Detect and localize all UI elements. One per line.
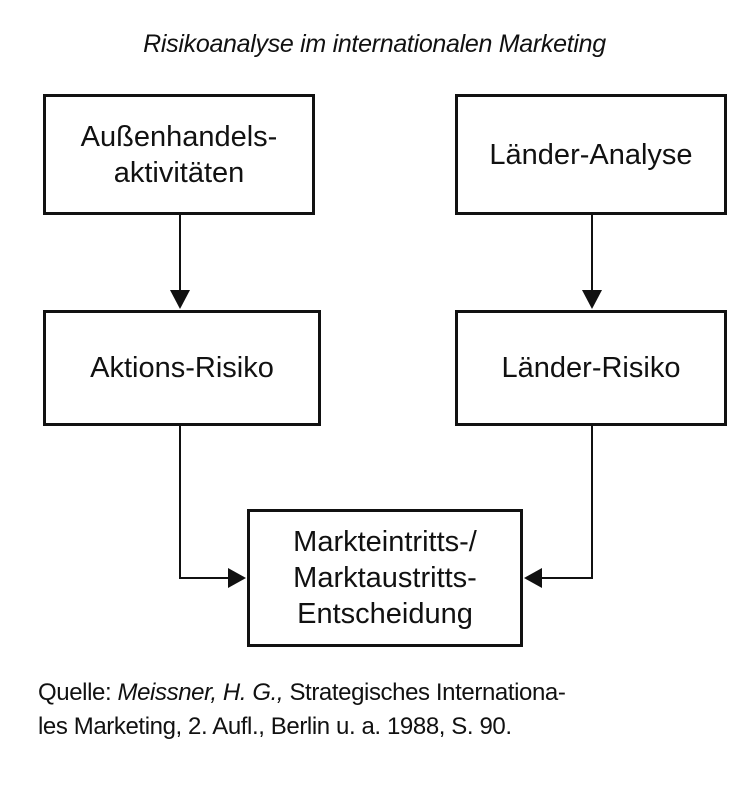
source-line-2: les Marketing, 2. Aufl., Berlin u. a. 19…	[38, 713, 512, 740]
node-label-line: Marktaustritts-	[293, 562, 477, 594]
node-aussenhandelsaktivitaeten: Außenhandels- aktivitäten	[43, 94, 315, 215]
node-label-line: Entscheidung	[297, 598, 473, 630]
arrow-laenderanalyse-to-laenderrisiko	[582, 215, 602, 309]
arrow-aktionsrisiko-to-entscheidung	[179, 426, 246, 588]
node-aktions-risiko: Aktions-Risiko	[43, 310, 321, 426]
source-line-1: Quelle: Meissner, H. G., Strategisches I…	[38, 676, 738, 710]
node-label-line: Länder-Risiko	[501, 352, 681, 384]
source-prefix: Quelle:	[38, 679, 118, 706]
node-laender-analyse: Länder-Analyse	[455, 94, 727, 215]
node-label-line: Markteintritts-/	[293, 526, 477, 558]
node-markteintritts-entscheidung: Markteintritts-/ Marktaustritts- Entsche…	[247, 509, 523, 647]
source-author: Meissner, H. G.,	[117, 679, 284, 706]
node-label-line: aktivitäten	[113, 156, 245, 189]
arrow-laenderrisiko-to-entscheidung	[524, 426, 593, 588]
node-label-line: Länder-Analyse	[489, 138, 693, 171]
node-label-line: Außenhandels-	[80, 120, 278, 153]
node-laender-risiko: Länder-Risiko	[455, 310, 727, 426]
arrow-aussenhandel-to-aktionsrisiko	[170, 215, 190, 309]
source-title-part: Strategisches Internationa-	[283, 679, 566, 706]
node-label-line: Aktions-Risiko	[90, 352, 274, 384]
source-citation: Quelle: Meissner, H. G., Strategisches I…	[38, 676, 738, 744]
diagram-title: Risikoanalyse im internationalen Marketi…	[143, 30, 606, 58]
